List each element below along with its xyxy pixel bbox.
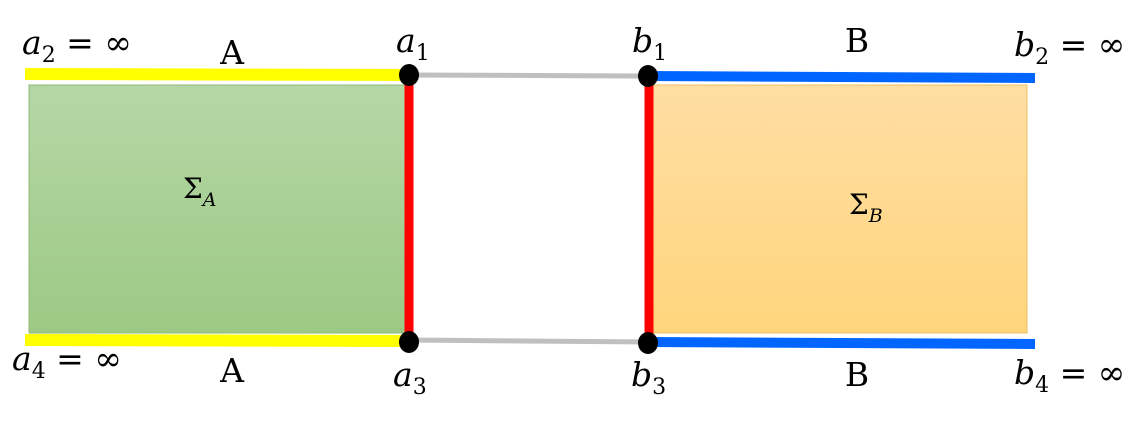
- label-region-b-top: B: [845, 21, 869, 60]
- boundary-a-top: [24, 68, 410, 81]
- sigma-b-region: [651, 84, 1028, 334]
- label-b3: b3: [631, 355, 666, 400]
- label-a3: a3: [393, 355, 427, 400]
- sigma-a-region: [28, 84, 407, 334]
- label-b4-infinity: b4 = ∞: [1014, 353, 1125, 398]
- label-sigma-b: ΣB: [849, 188, 883, 227]
- label-region-b-bottom: B: [845, 355, 869, 394]
- label-sigma-a: ΣA: [183, 172, 217, 211]
- gap-line-bottom: [408, 337, 649, 345]
- gap-line-top: [408, 72, 649, 79]
- endpoint-b3: [638, 332, 658, 354]
- label-a1: a1: [396, 21, 430, 66]
- endpoint-a3: [399, 331, 419, 353]
- endpoint-b1: [638, 65, 658, 87]
- label-b2-infinity: b2 = ∞: [1014, 25, 1125, 70]
- label-region-a-top: A: [219, 33, 245, 72]
- boundary-a-bottom: [24, 334, 410, 347]
- label-b1: b1: [632, 21, 667, 66]
- endpoint-a1: [399, 64, 419, 86]
- boundary-b-bottom: [647, 337, 1036, 349]
- boundary-b-top: [647, 71, 1036, 83]
- label-a4-infinity: a4 = ∞: [12, 339, 122, 384]
- label-a2-infinity: a2 = ∞: [22, 23, 132, 68]
- label-region-a-bottom: A: [219, 351, 245, 390]
